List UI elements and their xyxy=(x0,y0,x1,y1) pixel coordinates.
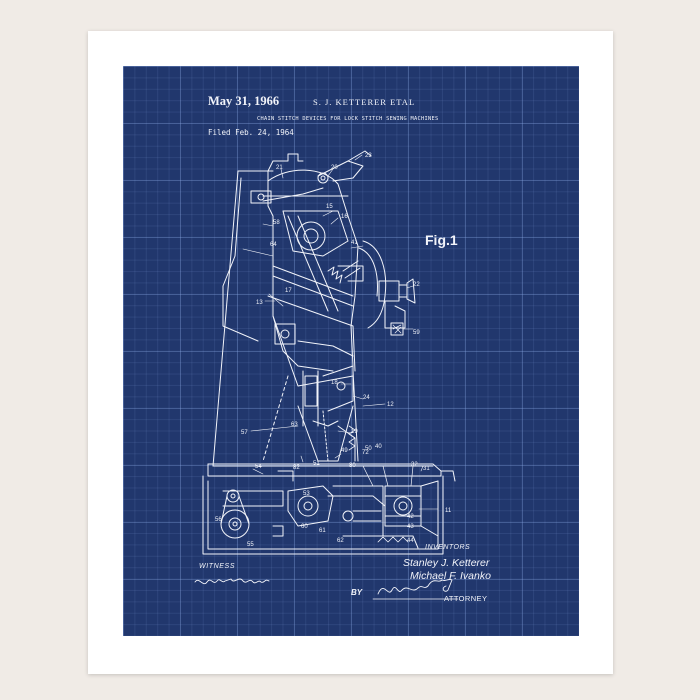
reference-numeral: 55 xyxy=(247,542,254,548)
reference-numeral: 23 xyxy=(365,153,372,159)
reference-numeral: 32 xyxy=(411,462,418,468)
reference-numeral: 82 xyxy=(293,465,300,471)
reference-numeral: 11 xyxy=(445,508,452,514)
reference-numeral: 60 xyxy=(301,524,308,530)
reference-numeral: 63 xyxy=(291,422,298,428)
reference-numeral: 17 xyxy=(285,288,292,294)
inventors-label: INVENTORS xyxy=(425,544,470,551)
reference-numeral: 40 xyxy=(375,444,382,450)
inventor-name-1: Stanley J. Ketterer xyxy=(403,557,489,569)
reference-numeral: 56 xyxy=(215,517,222,523)
reference-numeral: 49 xyxy=(341,448,348,454)
reference-numeral: 24 xyxy=(363,395,370,401)
reference-numeral: 18 xyxy=(331,380,338,386)
reference-numeral: 61 xyxy=(319,528,326,534)
reference-numeral: 42 xyxy=(407,514,414,520)
reference-numeral: 19 xyxy=(351,429,358,435)
reference-numeral: 13 xyxy=(256,300,263,306)
reference-numeral: 59 xyxy=(413,330,420,336)
witness-label: WITNESS xyxy=(199,563,235,570)
blueprint-print: May 31, 1966 S. J. KETTERER ETAL CHAIN S… xyxy=(123,66,579,636)
reference-numeral: 80 xyxy=(349,463,356,469)
reference-numeral: 50 xyxy=(365,446,372,452)
reference-numeral: 58 xyxy=(273,220,280,226)
reference-numeral: 64 xyxy=(270,242,277,248)
reference-numeral: 54 xyxy=(255,464,262,470)
attorney-label: ATTORNEY xyxy=(444,594,487,603)
reference-numeral: 22 xyxy=(413,282,420,288)
reference-numeral: 31 xyxy=(423,466,430,472)
reference-numeral: 44 xyxy=(407,538,414,544)
inventor-name-2: Michael F. Ivanko xyxy=(410,570,491,582)
reference-numeral: 16 xyxy=(341,214,348,220)
reference-numeral: 62 xyxy=(337,538,344,544)
reference-numeral: 51 xyxy=(313,461,320,467)
reference-numeral: 43 xyxy=(407,524,414,530)
reference-numerals: 21 20 23 58 15 16 64 41 22 13 17 59 18 2… xyxy=(123,66,579,636)
reference-numeral: 20 xyxy=(331,165,338,171)
reference-numeral: 53 xyxy=(303,491,310,497)
reference-numeral: 41 xyxy=(351,240,358,246)
reference-numeral: 21 xyxy=(276,165,283,171)
reference-numeral: 12 xyxy=(387,402,394,408)
reference-numeral: 57 xyxy=(241,430,248,436)
by-label: BY xyxy=(351,588,362,597)
reference-numeral: 15 xyxy=(326,204,333,210)
